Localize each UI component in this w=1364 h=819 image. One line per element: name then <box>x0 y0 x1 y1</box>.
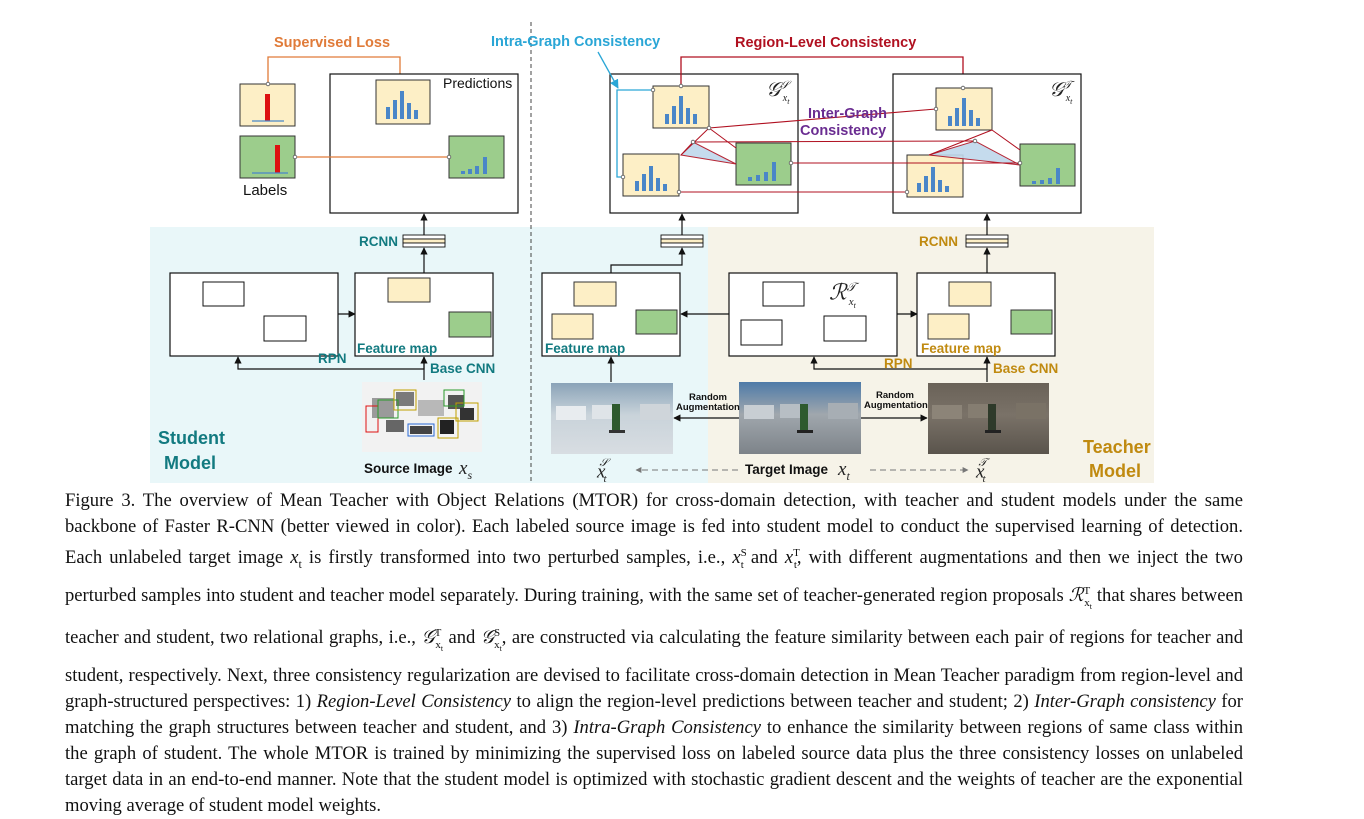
target-image-math: xt <box>838 459 850 483</box>
random-aug-label-2b: Augmentation <box>864 400 928 411</box>
teacher-model-label-1: Teacher <box>1083 437 1151 457</box>
source-image-label: Source Image <box>364 461 453 476</box>
label-green-box <box>239 135 296 179</box>
prediction-green-bars <box>461 157 487 174</box>
teacher-proposal-box <box>728 272 898 357</box>
predictions-label: Predictions <box>443 75 513 91</box>
student-graph-triangle <box>680 141 737 165</box>
xt-student-math: xt𝒮 <box>597 457 609 486</box>
rpn-label-student: RPN <box>318 351 347 366</box>
inter-graph-label-1: Inter-Graph <box>808 106 887 122</box>
source-image-math: xs <box>459 458 473 482</box>
feature-map-label-middle: Feature map <box>545 341 626 356</box>
teacher-graph-green <box>1019 143 1076 187</box>
rcnn-block-student <box>402 234 446 248</box>
supervised-loss-connector <box>267 56 401 84</box>
caption-part-4: , with different augmentations and then … <box>65 547 1243 607</box>
region-level-cross-1 <box>708 108 937 129</box>
inter-graph-link <box>692 140 976 143</box>
labels-label: Labels <box>243 182 288 199</box>
rcnn-block-teacher <box>965 234 1009 248</box>
student-model-label-1: Student <box>158 428 225 448</box>
xt-teacher-math: xt𝒯 <box>976 457 987 486</box>
rcnn-label-student: RCNN <box>359 234 398 249</box>
base-cnn-label-student: Base CNN <box>430 361 496 376</box>
teacher-graph-triangle <box>928 140 1021 166</box>
teacher-model-label-2: Model <box>1089 461 1141 481</box>
student-proposal-box <box>169 272 339 357</box>
random-aug-label-2a: Random <box>876 390 914 401</box>
target-image-middle <box>739 382 861 454</box>
source-image <box>362 382 482 452</box>
caption-part-1: Figure 3. The overview of Mean Teacher w… <box>65 490 1243 569</box>
target-image-student <box>551 383 673 454</box>
label-green-bar <box>275 145 280 173</box>
prediction-yellow-bars <box>386 91 418 119</box>
caption-part-2: is firstly transformed into two perturbe… <box>301 547 733 569</box>
region-proposals-math: ℛ𝒯xt <box>829 279 856 310</box>
region-level-label: Region-Level Consistency <box>735 35 917 51</box>
target-image-label: Target Image <box>745 462 829 477</box>
label-yellow-bar <box>265 94 270 121</box>
base-cnn-label-teacher: Base CNN <box>993 361 1059 376</box>
supervised-loss-label: Supervised Loss <box>274 35 391 51</box>
figure-caption: Figure 3. The overview of Mean Teacher w… <box>65 490 1244 817</box>
graph-student-math: 𝒢𝒮xt <box>766 79 790 106</box>
caption-part-7: , are constructed via calculating the fe… <box>65 627 1243 712</box>
random-aug-label-1b: Augmentation <box>676 402 740 413</box>
target-image-teacher <box>928 383 1049 454</box>
rpn-label-teacher: RPN <box>884 356 913 371</box>
region-level-top-connector <box>680 56 964 88</box>
feature-map-label-teacher: Feature map <box>921 341 1002 356</box>
student-model-label-2: Model <box>164 453 216 473</box>
intra-graph-pointer <box>597 51 619 89</box>
intra-graph-connector <box>616 89 653 178</box>
inter-graph-label-2: Consistency <box>800 123 887 139</box>
rcnn-block-middle <box>660 234 704 248</box>
random-aug-label-1a: Random <box>689 392 727 403</box>
graph-teacher-math: 𝒢𝒯xt <box>1049 79 1073 106</box>
feature-map-label-student: Feature map <box>357 341 438 356</box>
intra-graph-label: Intra-Graph Consistency <box>491 34 661 50</box>
student-graph-green <box>735 142 792 186</box>
rcnn-label-teacher: RCNN <box>919 234 958 249</box>
